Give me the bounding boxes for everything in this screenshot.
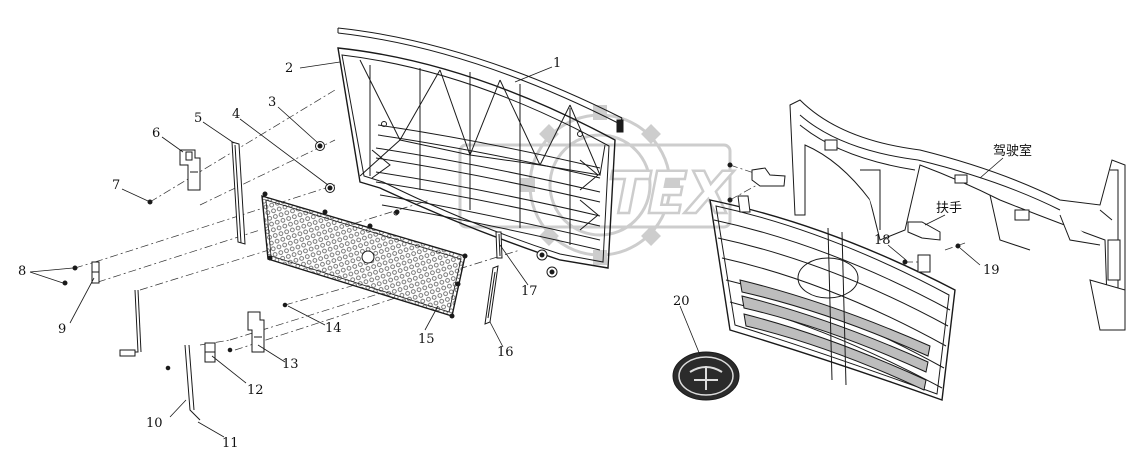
part-5-vertical-strip (231, 141, 246, 245)
hardware-fasteners (62, 141, 961, 371)
callout-10: 10 (146, 416, 163, 431)
callout-8: 8 (18, 264, 26, 279)
callout-19: 19 (983, 263, 1000, 278)
part-20-emblem (672, 351, 740, 401)
label-cab: 驾驶室 (993, 143, 1032, 159)
front-grille-assembly (709, 199, 956, 401)
part-2-inner-frame (337, 47, 616, 269)
callout-9: 9 (58, 322, 66, 337)
callout-14: 14 (325, 321, 342, 336)
watermark-text: TEX (608, 159, 735, 227)
callout-7: 7 (112, 178, 120, 193)
cab-body-structure (789, 99, 1126, 331)
callout-18: 18 (874, 233, 891, 248)
callout-11: 11 (222, 436, 239, 451)
part-6-bracket (179, 149, 201, 191)
callout-5: 5 (194, 111, 202, 126)
part-16-17-seals (484, 231, 503, 325)
callout-16: 16 (497, 345, 514, 360)
callout-3: 3 (268, 95, 276, 110)
leader-lines (29, 61, 1004, 438)
callout-15: 15 (418, 332, 435, 347)
callout-labels: 1 2 3 4 5 6 7 8 9 10 11 12 13 14 15 16 1… (18, 56, 1032, 451)
watermark-logo: TEX (458, 105, 736, 265)
callout-20: 20 (673, 294, 690, 309)
support-rods (119, 289, 265, 421)
part-1-trim-strip (337, 27, 624, 133)
part-9-bracket (91, 261, 100, 284)
callout-2: 2 (285, 61, 293, 76)
callout-1: 1 (553, 56, 561, 71)
part-15-mesh-grille (261, 191, 468, 319)
callout-17: 17 (521, 284, 538, 299)
label-handle: 扶手 (936, 201, 962, 216)
handle-brackets (737, 167, 941, 273)
callout-13: 13 (282, 357, 299, 372)
callout-6: 6 (152, 126, 160, 141)
callout-12: 12 (247, 383, 264, 398)
callout-4: 4 (232, 107, 240, 122)
